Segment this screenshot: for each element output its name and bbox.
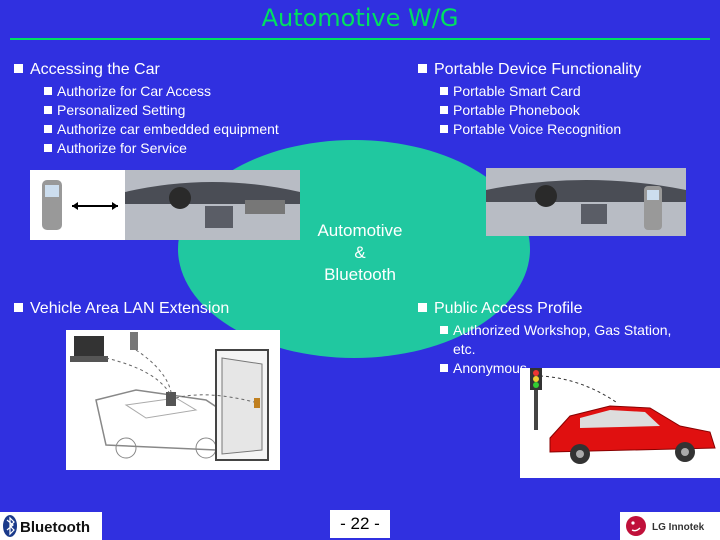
item-text: Anonymous	[453, 360, 527, 376]
list-item: Authorize car embedded equipment	[44, 120, 279, 139]
heading-text: Portable Device Functionality	[434, 61, 642, 78]
bullet-icon	[14, 303, 23, 312]
list-item: Authorized Workshop, Gas Station,	[440, 321, 671, 340]
list-item-continuation: etc.	[453, 340, 476, 359]
svg-text:Bluetooth: Bluetooth	[20, 519, 90, 536]
list-item: Anonymous	[440, 359, 527, 378]
item-text: Authorized Workshop, Gas Station,	[453, 322, 672, 338]
title-divider	[10, 38, 710, 40]
page-number: - 22 -	[330, 510, 390, 538]
list-item: Portable Phonebook	[440, 101, 580, 120]
bullet-icon	[44, 125, 52, 133]
item-text: Authorize for Car Access	[57, 83, 212, 99]
center-label-line2: &	[354, 243, 366, 262]
bullet-icon	[418, 64, 427, 73]
section-heading-vehicle-lan: Vehicle Area LAN Extension	[14, 300, 229, 318]
bullet-icon	[44, 106, 52, 114]
center-label: Automotive & Bluetooth	[300, 220, 420, 286]
item-text: etc.	[453, 341, 476, 357]
slide-title: Automotive W/G	[261, 4, 459, 32]
item-text: Personalized Setting	[57, 102, 186, 118]
bullet-icon	[44, 144, 52, 152]
public-access-illustration-art	[520, 368, 720, 478]
lg-innotek-logo: LG Innotek	[620, 512, 720, 540]
car-access-illustration-art	[30, 170, 300, 240]
bluetooth-logo: Bluetooth	[0, 512, 102, 540]
center-label-line3: Bluetooth	[324, 265, 396, 284]
bullet-icon	[440, 125, 448, 133]
list-item: Authorize for Car Access	[44, 82, 211, 101]
bullet-icon	[440, 87, 448, 95]
item-text: Authorize for Service	[57, 140, 187, 156]
bullet-icon	[418, 303, 427, 312]
item-text: Portable Voice Recognition	[453, 121, 622, 137]
vehicle-lan-illustration	[66, 330, 280, 470]
list-item: Portable Smart Card	[440, 82, 581, 101]
heading-text: Vehicle Area LAN Extension	[30, 300, 230, 317]
item-text: Authorize car embedded equipment	[57, 121, 279, 137]
bullet-icon	[14, 64, 23, 73]
bullet-icon	[440, 326, 448, 334]
portable-device-illustration-art	[486, 168, 686, 236]
list-item: Personalized Setting	[44, 101, 185, 120]
car-access-illustration	[30, 170, 300, 240]
portable-device-illustration	[486, 168, 686, 236]
list-item: Portable Voice Recognition	[440, 120, 621, 139]
item-text: Portable Smart Card	[453, 83, 581, 99]
bullet-icon	[44, 87, 52, 95]
public-access-illustration	[520, 368, 720, 478]
bluetooth-logo-icon: Bluetooth	[3, 515, 90, 537]
lg-innotek-logo-icon: LG Innotek	[626, 516, 705, 536]
heading-text: Accessing the Car	[30, 61, 160, 78]
bullet-icon	[440, 106, 448, 114]
svg-text:LG Innotek: LG Innotek	[652, 522, 705, 533]
section-heading-portable-device: Portable Device Functionality	[418, 61, 641, 79]
vehicle-lan-illustration-art	[66, 330, 280, 470]
heading-text: Public Access Profile	[434, 300, 583, 317]
bullet-icon	[440, 364, 448, 372]
center-label-line1: Automotive	[317, 221, 403, 240]
list-item: Authorize for Service	[44, 139, 187, 158]
section-heading-accessing-car: Accessing the Car	[14, 61, 160, 79]
section-heading-public-access: Public Access Profile	[418, 300, 583, 318]
item-text: Portable Phonebook	[453, 102, 580, 118]
